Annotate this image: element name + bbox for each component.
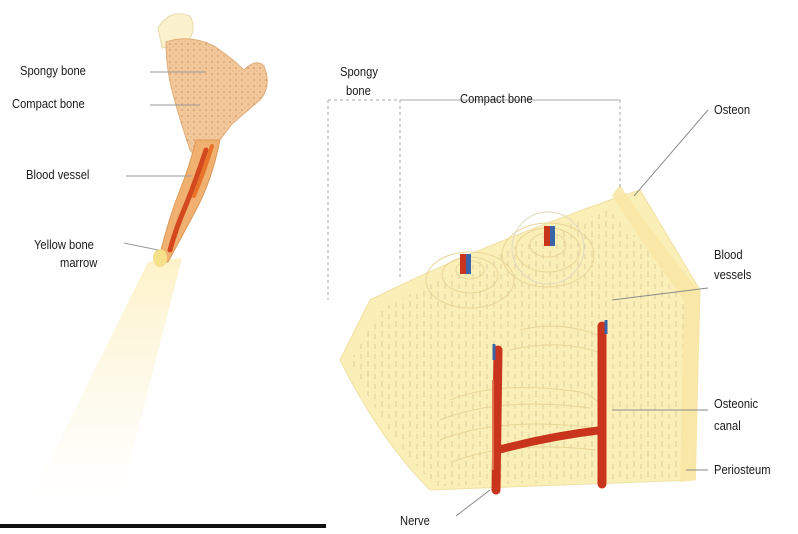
- label-spongy-bone-line1: Spongy: [340, 63, 378, 80]
- label-osteonic-canal-line2: canal: [714, 417, 741, 434]
- yellow-marrow-tip: [153, 249, 167, 267]
- label-blood-vessels-line1: Blood: [714, 246, 743, 263]
- leader-nerve: [456, 490, 490, 516]
- vessel-left-vertical: [496, 350, 498, 490]
- label-osteon: Osteon: [714, 101, 750, 118]
- label-spongy-bone: Spongy bone: [20, 62, 86, 79]
- label-yellow-bone-marrow-line1: Yellow bone: [34, 236, 94, 253]
- label-blood-vessels-line2: vessels: [714, 266, 751, 283]
- label-blood-vessel: Blood vessel: [26, 166, 89, 183]
- label-spongy-bone-line2: bone: [346, 82, 371, 99]
- label-nerve: Nerve: [400, 512, 430, 529]
- label-compact-bone-section: Compact bone: [460, 90, 533, 107]
- leader-yellow-marrow: [124, 243, 158, 250]
- leader-osteon: [634, 110, 708, 196]
- label-osteonic-canal-line1: Osteonic: [714, 395, 758, 412]
- vessel-stub-right: [544, 226, 555, 246]
- vessel-stub-left: [460, 254, 471, 274]
- femur-shaft: [30, 258, 182, 500]
- label-periosteum: Periosteum: [714, 461, 771, 478]
- label-compact-bone: Compact bone: [12, 95, 85, 112]
- label-yellow-bone-marrow-line2: marrow: [60, 254, 97, 271]
- bone-cross-section: [328, 100, 708, 516]
